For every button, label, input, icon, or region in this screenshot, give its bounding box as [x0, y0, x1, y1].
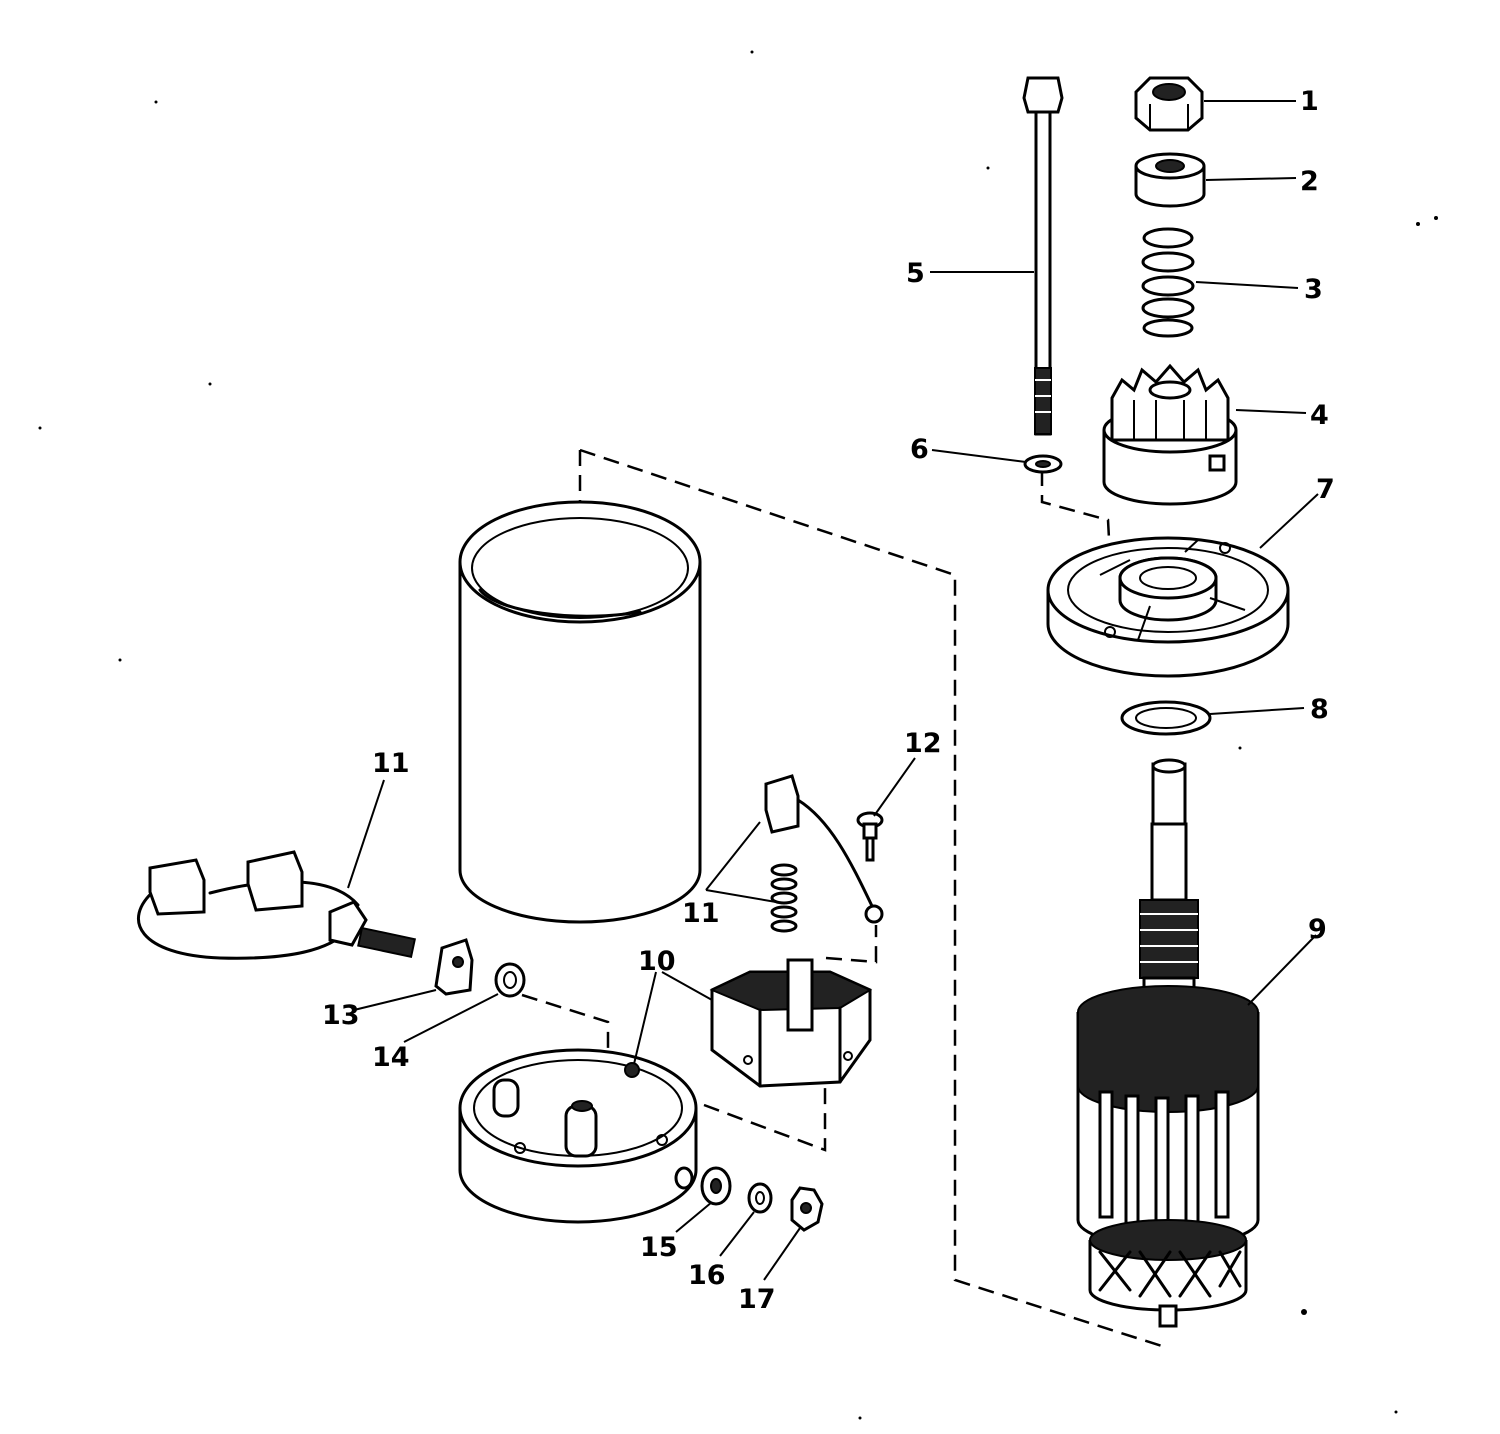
part-11-brush-and-spring-right: [764, 774, 884, 933]
label-part-3: 3: [1304, 274, 1323, 305]
part-1-hex-nut: [1134, 76, 1204, 132]
label-part-13: 13: [322, 1000, 360, 1031]
part-5-through-bolt: [1022, 76, 1064, 436]
label-part-16: 16: [688, 1260, 726, 1291]
part-16-lock-washer: [747, 1182, 773, 1214]
label-part-11-right: 11: [682, 898, 720, 929]
part-6-lock-washer: [1023, 454, 1063, 474]
label-part-17: 17: [738, 1284, 776, 1315]
label-part-12: 12: [904, 728, 942, 759]
label-part-7: 7: [1316, 474, 1335, 505]
part-17-nut: [790, 1186, 824, 1232]
label-part-14: 14: [372, 1042, 410, 1073]
part-15-washer: [700, 1166, 732, 1206]
leader-lines: [347, 100, 1319, 1281]
part-number-labels: 1 2 3 4 5 6 7 8 9 10 11 11 12 13 14 15 1…: [322, 86, 1335, 1315]
part-2-collar: [1134, 152, 1206, 208]
field-frame-housing: [458, 500, 702, 924]
part-3-spring: [1141, 227, 1195, 338]
label-part-15: 15: [640, 1232, 678, 1263]
part-8-thrust-washer: [1120, 700, 1212, 736]
print-specks: [38, 50, 1438, 1420]
part-4-drive-pinion: [1102, 363, 1238, 506]
label-part-1: 1: [1300, 86, 1319, 117]
label-part-6: 6: [910, 434, 929, 465]
part-9-armature: [1076, 758, 1260, 1328]
part-14-washer: [494, 962, 526, 998]
label-part-5: 5: [906, 258, 925, 289]
label-part-11-left: 11: [372, 748, 410, 779]
label-part-9: 9: [1308, 914, 1327, 945]
part-12-screw: [856, 811, 884, 862]
part-13-terminal-clip: [434, 938, 474, 996]
part-7-drive-end-cap: [1046, 536, 1290, 678]
label-part-2: 2: [1300, 166, 1319, 197]
label-part-4: 4: [1310, 400, 1329, 431]
commutator-end-cap: [458, 1048, 698, 1224]
label-part-10: 10: [638, 946, 676, 977]
part-10-brush-holder: [709, 958, 873, 1088]
label-part-8: 8: [1310, 694, 1329, 725]
part-11-brush-set-left: [136, 850, 417, 960]
